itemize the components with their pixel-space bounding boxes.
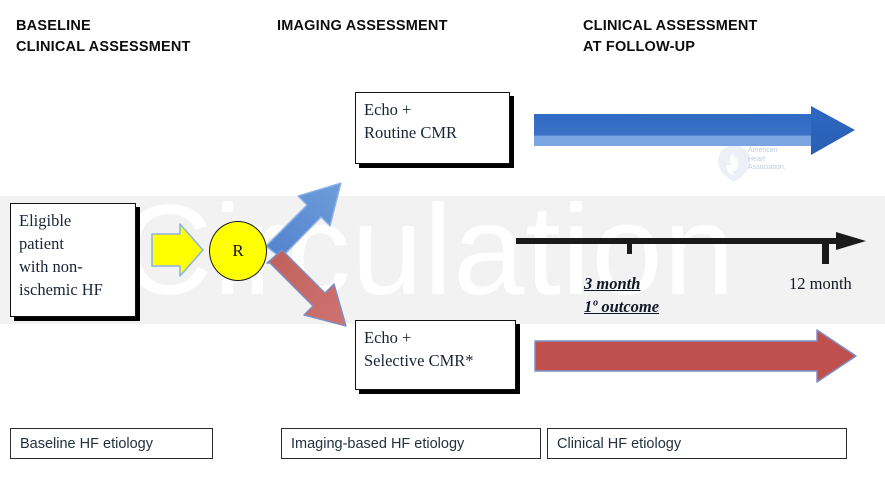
- legend-imaging-label: Imaging-based HF etiology: [291, 435, 465, 452]
- eligible-patient-text: Eligible patient with non- ischemic HF: [19, 211, 103, 299]
- legend-clinical-hf-etiology: Clinical HF etiology: [547, 428, 847, 459]
- watermark-band: [0, 196, 885, 324]
- randomization-node: R: [209, 221, 267, 281]
- legend-clinical-label: Clinical HF etiology: [557, 435, 682, 452]
- column-heading-baseline: BASELINE CLINICAL ASSESSMENT: [16, 18, 191, 55]
- timeline-primary-outcome-text: 1º outcome: [584, 297, 660, 316]
- legend-imaging-hf-etiology: Imaging-based HF etiology: [281, 428, 541, 459]
- column-heading-clinical: CLINICAL ASSESSMENT AT FOLLOW-UP: [583, 18, 758, 55]
- aha-line-2: Heart: [748, 155, 766, 163]
- eligible-patient-box: Eligible patient with non- ischemic HF: [10, 203, 136, 317]
- legend-baseline-label: Baseline HF etiology: [20, 435, 153, 452]
- red-horizontal-arrow-icon: [534, 329, 857, 383]
- echo-routine-cmr-box: Echo + Routine CMR: [355, 92, 510, 164]
- echo-selective-cmr-text: Echo + Selective CMR*: [364, 328, 474, 370]
- timeline-3-month-text: 3 month: [584, 274, 641, 293]
- randomization-label: R: [232, 241, 244, 260]
- column-heading-imaging: IMAGING ASSESSMENT: [277, 18, 448, 34]
- aha-line-1: American: [748, 147, 778, 154]
- american-heart-association-logo-icon: [718, 145, 750, 182]
- legend-baseline-hf-etiology: Baseline HF etiology: [10, 428, 213, 459]
- timeline-label-3-month: 3 month 1º outcome: [584, 272, 659, 318]
- echo-selective-cmr-box: Echo + Selective CMR*: [355, 320, 516, 390]
- echo-routine-cmr-text: Echo + Routine CMR: [364, 100, 458, 142]
- aha-line-3: Association.: [748, 164, 786, 171]
- timeline-label-12-month: 12 month: [789, 274, 852, 293]
- aha-logo-caption: American Heart Association.: [748, 147, 786, 173]
